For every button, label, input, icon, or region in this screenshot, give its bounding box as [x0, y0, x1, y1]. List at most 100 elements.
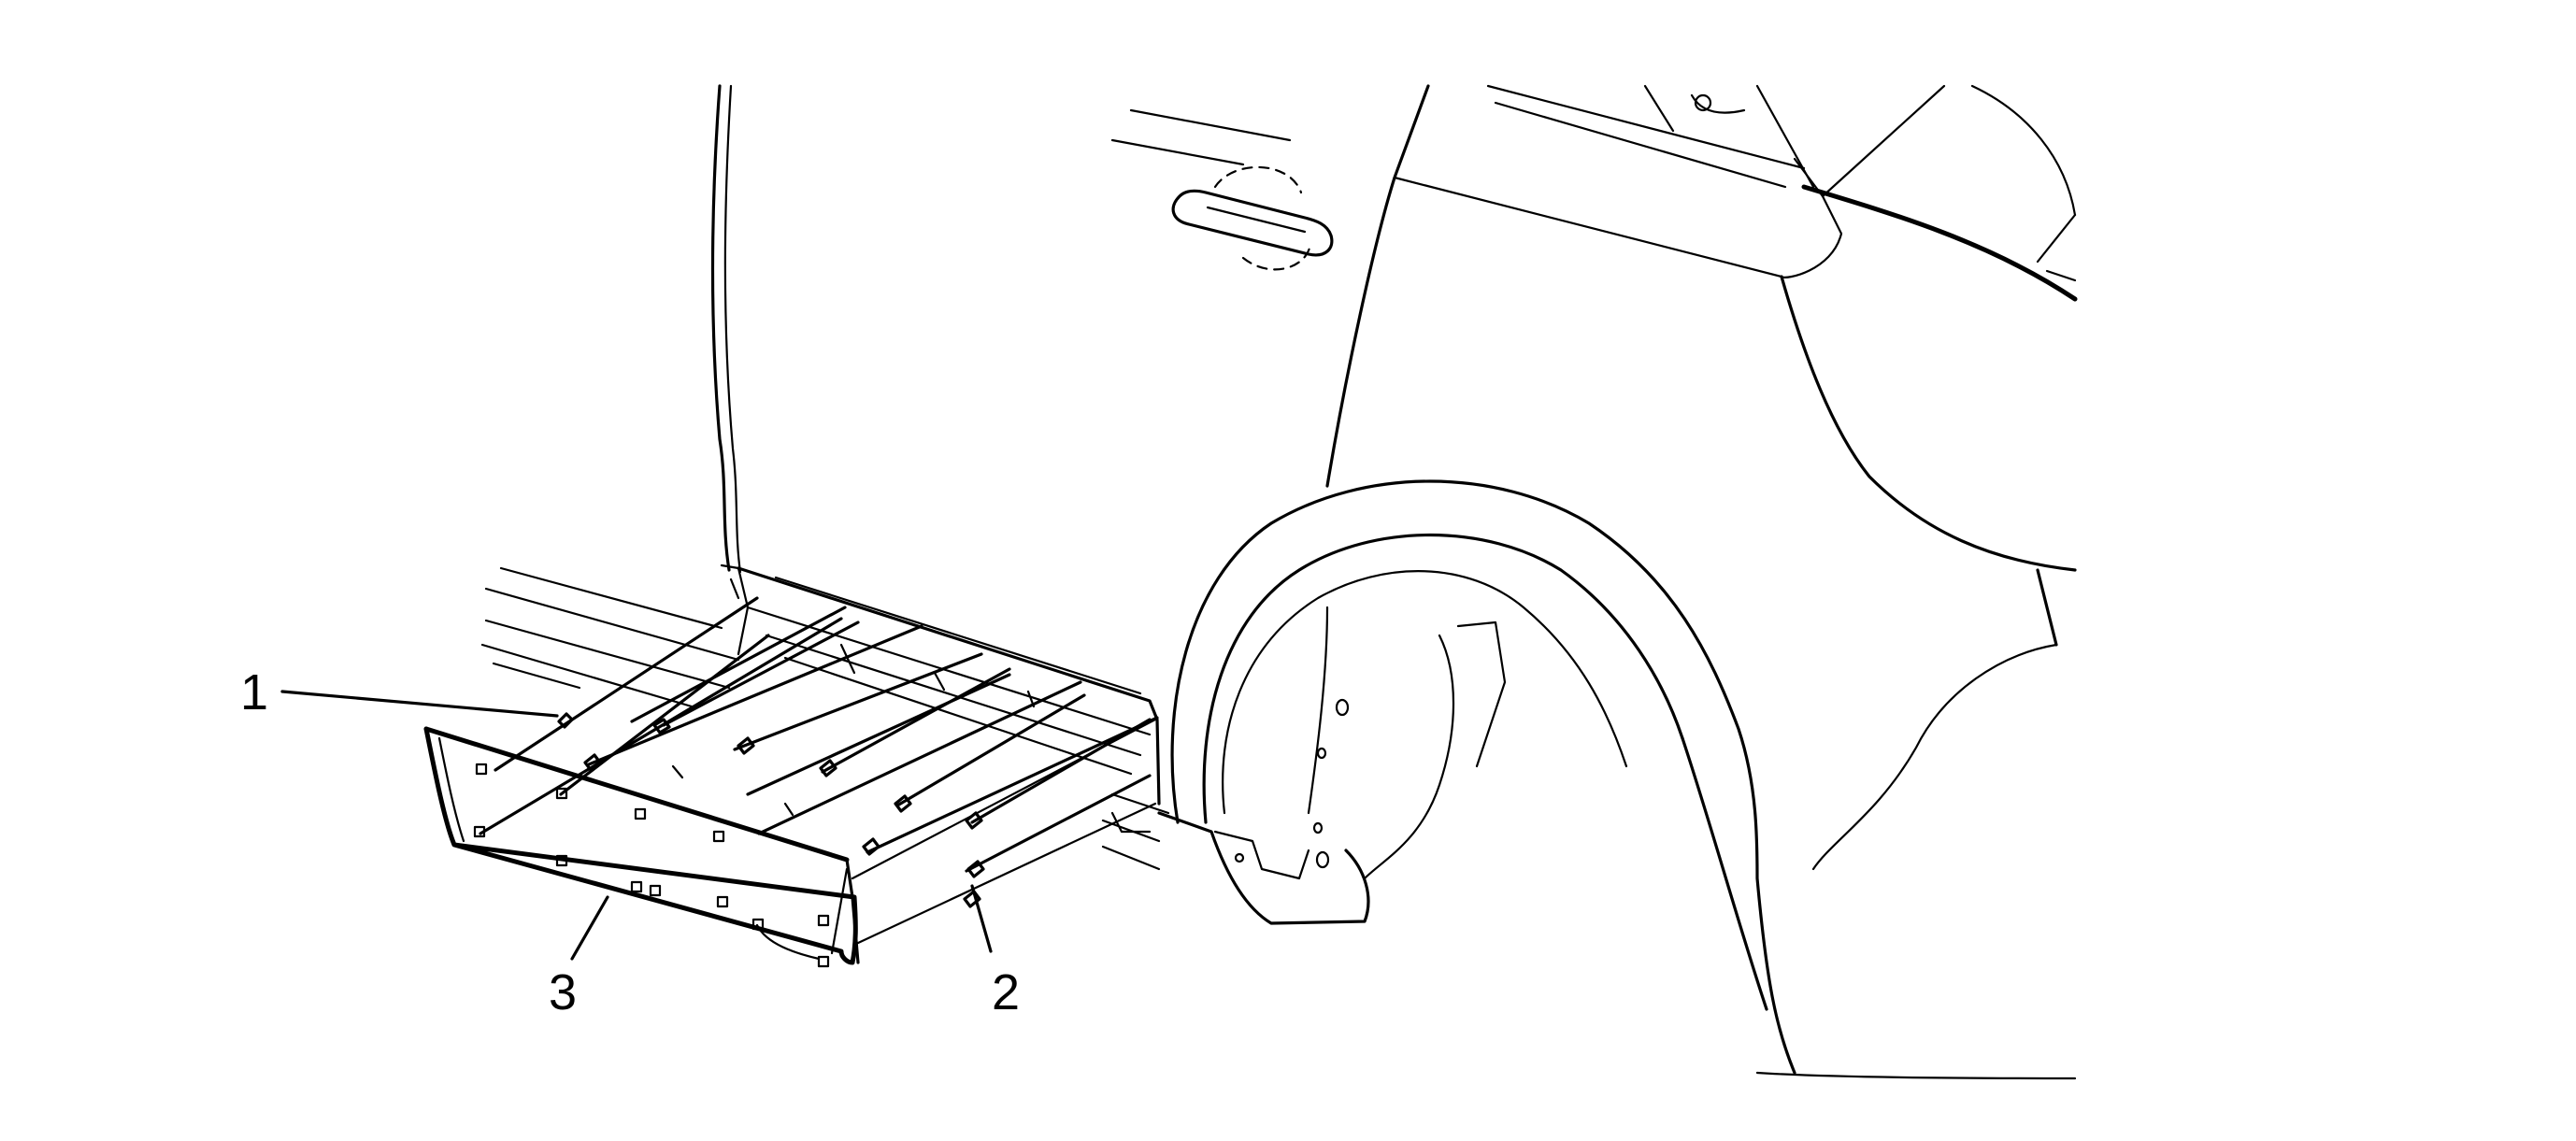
panel-clip-slots [473, 763, 830, 968]
rear-splash-guard [1213, 830, 1310, 880]
tail-light-inner [1780, 194, 1843, 278]
callout-2-leader [970, 884, 993, 953]
clip-slot [712, 830, 725, 843]
guide-line [965, 774, 1152, 873]
body-sill [480, 566, 1170, 871]
sill-line [480, 643, 694, 708]
guide-line [559, 634, 770, 796]
belt-line [1129, 108, 1292, 142]
retainer-clip [894, 794, 912, 813]
window-frame [1643, 84, 1675, 133]
rear-glass [1821, 84, 1946, 198]
liner-hole [1316, 747, 1327, 760]
guide-line [662, 620, 860, 727]
sill-line [484, 587, 740, 662]
rocker-panel [423, 718, 1157, 968]
flange-rear-lower [1110, 811, 1152, 834]
retainer-clip [737, 736, 755, 755]
window-frame [1755, 84, 1815, 189]
tail-light-top [1801, 184, 2078, 302]
guide-line [866, 716, 1159, 854]
vehicle-body [710, 84, 2078, 1080]
clip-slot [817, 955, 830, 968]
clip-slot [817, 914, 830, 927]
c-pillar [1325, 84, 1430, 488]
rocker-panel-inner-edge [437, 736, 465, 843]
retainer-clip [966, 860, 985, 878]
liner-hole [1335, 698, 1350, 717]
retainer-clip [652, 718, 671, 735]
retainer-clip [965, 811, 983, 830]
clip-slot [634, 807, 647, 820]
clip-slot [555, 854, 568, 867]
rear-glass-edge [1970, 84, 2077, 217]
retainer-clip [963, 890, 981, 908]
liner-hole [1312, 821, 1324, 834]
flange-lower [783, 656, 1133, 776]
retainer-clip [819, 759, 837, 777]
flange-lower [765, 634, 1142, 757]
guide-line [630, 606, 847, 723]
roof-rail-inner [1494, 101, 1787, 189]
guide-line [587, 624, 923, 766]
clip-slot [555, 787, 568, 800]
callout-1-leader [280, 690, 559, 718]
flange-edge [737, 566, 1161, 806]
guide-line [494, 596, 759, 772]
sill-line [484, 619, 731, 690]
wheel-arch-flare-inner [1681, 736, 1768, 1011]
guide-tick [671, 764, 684, 779]
guide-tick [933, 671, 946, 692]
door-latch-circle [1694, 93, 1712, 112]
sill-line [492, 662, 581, 690]
roof-rail [1486, 84, 1806, 170]
belt-line [1110, 138, 1245, 166]
door-handle [1171, 165, 1334, 271]
guide-line [970, 718, 1152, 824]
quarter-window-lower [1393, 176, 1783, 278]
quarter-panel-lower [2036, 568, 2058, 647]
door-rear-edge [710, 84, 731, 572]
rocker-panel-inner-edge [830, 867, 849, 955]
clip-slot [630, 880, 643, 893]
rocker-panel-rear-face [845, 858, 860, 964]
guide-tick [839, 643, 856, 675]
door-latch [1690, 93, 1746, 114]
retainer-clips [557, 712, 985, 908]
guide-line [821, 667, 1011, 774]
wheel-arch-flare-outer [1170, 479, 1796, 1075]
clip-slot [649, 884, 662, 897]
callout-3-leader [570, 895, 609, 961]
sill-line [1110, 792, 1170, 815]
liner-hole [1315, 850, 1330, 869]
callout-2-number: 2 [992, 964, 1020, 1020]
flange-edge-inner [774, 576, 1142, 695]
quarter-panel-lower [1811, 643, 2058, 871]
guide-line [479, 617, 843, 835]
guide-line [757, 680, 1082, 835]
clip-slot [716, 895, 729, 908]
wheelhouse-liner-inner [1307, 606, 1329, 815]
hatch-line [2045, 269, 2077, 282]
callout-3-number: 3 [549, 964, 577, 1020]
install-guide-lines [479, 596, 1159, 873]
guide-tick [1026, 690, 1036, 708]
splash-guard-hole [1234, 852, 1245, 863]
guide-line [733, 652, 983, 751]
callouts: 1 2 3 [240, 664, 1020, 1020]
quarter-panel-body [1780, 275, 2077, 572]
callout-1-number: 1 [240, 664, 268, 720]
rocker-panel-outline [423, 726, 858, 965]
flange-front [729, 578, 740, 600]
rocker-panel-rear-return [854, 802, 1157, 946]
rear-glass-edge [2036, 213, 2077, 264]
sill-line [499, 566, 723, 630]
guide-line [895, 693, 1086, 807]
guide-tick [783, 802, 794, 817]
rear-bumper-lower [1755, 1071, 2077, 1080]
flange-lower [746, 606, 1152, 736]
wheelhouse-bracket [1456, 620, 1507, 768]
wheelhouse-bracket [1363, 634, 1455, 880]
sill-line [1101, 845, 1161, 871]
